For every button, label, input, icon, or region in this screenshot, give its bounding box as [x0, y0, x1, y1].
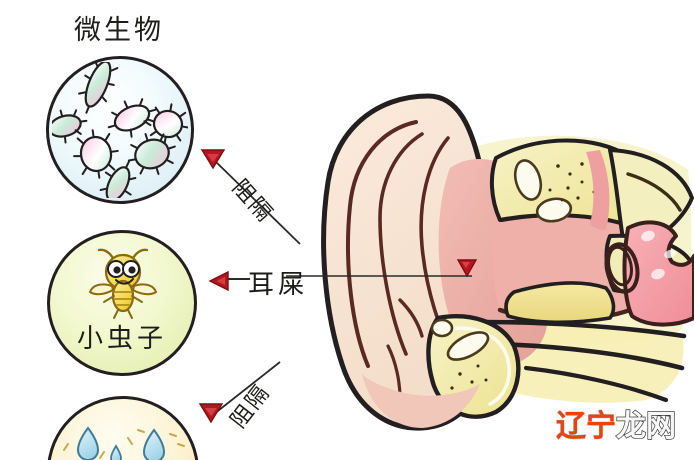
marrow-cavity-1 — [513, 159, 543, 201]
bug-caption: 小虫子 — [76, 324, 167, 354]
marrow-cavity-2 — [535, 197, 573, 223]
bug-legs — [103, 295, 143, 319]
earwax-leader-line — [286, 275, 472, 277]
microbe-oval-b — [52, 109, 88, 144]
earwax-marker-left — [208, 270, 229, 292]
earwax-label-leader — [228, 278, 250, 280]
oval-window-inner — [607, 245, 633, 287]
lower-bone-sweep-3 — [523, 365, 669, 403]
mastoid-cavity — [446, 331, 490, 361]
ear-anatomy-illustration — [321, 93, 694, 431]
oval-window-ring — [604, 242, 640, 294]
mastoid-cavity-2 — [430, 318, 454, 338]
tragus-notch — [398, 298, 424, 338]
water-droplets — [63, 426, 185, 460]
bug-pupil-right — [128, 266, 136, 274]
eustachian-wax — [504, 281, 616, 325]
watermark-part-two: 龙网 — [615, 409, 676, 444]
cochlea-highlights — [641, 230, 676, 280]
ear-lobule — [362, 374, 480, 428]
watermark: 辽宁龙网 — [555, 409, 676, 444]
bug-stripes — [113, 291, 133, 306]
bone-wing-crease — [626, 172, 682, 212]
connector-microbes — [200, 149, 301, 245]
water-splash-marks — [63, 429, 185, 459]
microbe-round-d — [146, 103, 188, 145]
microbe-rod-a — [78, 62, 119, 114]
mastoid-speckles — [450, 364, 488, 398]
connector-water — [198, 361, 281, 424]
watermark-part-one: 辽宁 — [555, 409, 616, 444]
bug-character — [88, 248, 158, 319]
water-drop-large-left — [76, 426, 100, 460]
water-drop-large-right — [142, 428, 166, 460]
earwax-label: 耳屎 — [248, 270, 309, 300]
water-drop-mid — [110, 444, 122, 460]
microbe-rod-g — [99, 160, 137, 198]
bug-pupil-left — [113, 266, 121, 274]
mastoid-inner-edge — [444, 326, 511, 406]
helix-fold — [346, 120, 418, 368]
bug-mouth — [115, 278, 134, 285]
microbe-round-f — [127, 133, 176, 175]
headline-microbes: 微生物 — [74, 15, 164, 46]
microbe-oval-c — [107, 98, 157, 138]
bug-wing-right — [131, 283, 158, 296]
microbe-round-e — [73, 129, 119, 179]
tympanic-strip — [586, 150, 610, 230]
bug-abdomen — [111, 279, 135, 313]
lower-bone-sweep — [479, 319, 687, 339]
microbe-cluster — [52, 62, 188, 198]
bug-wing-left — [88, 283, 115, 296]
lower-bone-sweep-2 — [493, 341, 685, 371]
antihelix-fold — [378, 132, 424, 356]
earwax-marker-in-ear — [456, 259, 478, 278]
